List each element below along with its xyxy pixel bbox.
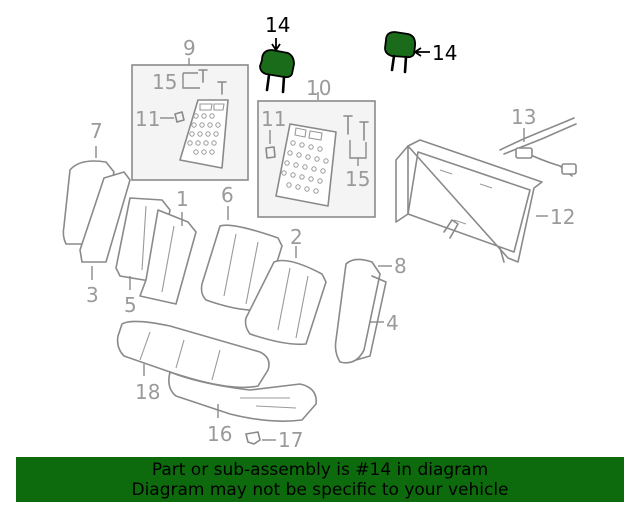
bolt-15-left-b bbox=[217, 81, 227, 95]
cushion-18-seams bbox=[139, 331, 221, 381]
seat-back-seams bbox=[141, 205, 175, 293]
frame-12-brackets bbox=[443, 219, 505, 263]
callout-3: 3 bbox=[86, 283, 99, 307]
cushion-18 bbox=[116, 320, 270, 389]
headrest-14-center-posts bbox=[265, 73, 286, 94]
banner-line-1: Part or sub-assembly is #14 in diagram bbox=[151, 460, 489, 480]
headrest-14-center-pad[interactable] bbox=[259, 49, 295, 79]
panel-11-left-slots bbox=[199, 103, 225, 111]
callout-18: 18 bbox=[135, 380, 160, 404]
seat-frame-12: 12 bbox=[395, 139, 575, 263]
callout-4: 4 bbox=[386, 311, 399, 335]
callout-16: 16 bbox=[207, 422, 232, 446]
clip-11-left bbox=[174, 111, 185, 123]
callout-8: 8 bbox=[394, 254, 407, 278]
callout-1: 1 bbox=[176, 187, 189, 211]
info-banner: Part or sub-assembly is #14 in diagram D… bbox=[16, 457, 624, 502]
clip-17-body bbox=[245, 431, 261, 445]
leader-15-center bbox=[349, 140, 367, 166]
bolt-15-center-a bbox=[343, 115, 353, 135]
seat-back-2-seams bbox=[277, 267, 309, 339]
wire-harness-13: 13 bbox=[499, 105, 577, 177]
callout-5: 5 bbox=[124, 293, 137, 317]
frame-12-side bbox=[395, 145, 409, 223]
inset-box-9: 9 15 11 bbox=[131, 36, 249, 181]
callout-12: 12 bbox=[550, 205, 575, 229]
leader-15-left bbox=[182, 72, 200, 89]
trim-4 bbox=[355, 275, 387, 361]
callout-11-left: 11 bbox=[135, 107, 160, 131]
headrest-14-center[interactable] bbox=[259, 49, 295, 94]
callout-15-left: 15 bbox=[152, 70, 177, 94]
leader-14-center bbox=[271, 38, 281, 52]
seat-back-left: 1 5 bbox=[115, 187, 197, 317]
callout-11-center: 11 bbox=[261, 107, 286, 131]
seat-cushion-18: 18 16 bbox=[116, 320, 317, 446]
banner-line-2: Diagram may not be specific to your vehi… bbox=[131, 480, 509, 500]
callout-2: 2 bbox=[290, 225, 303, 249]
cushion-frame-16 bbox=[168, 371, 317, 422]
headrest-14-right-pad[interactable] bbox=[384, 31, 417, 59]
frame-12-opening bbox=[407, 151, 531, 253]
callout-15-center: 15 bbox=[345, 167, 370, 191]
callout-9: 9 bbox=[183, 36, 196, 60]
seat-back-2 bbox=[244, 259, 327, 346]
side-trim-8: 8 4 bbox=[334, 254, 407, 364]
callout-6: 6 bbox=[221, 183, 234, 207]
callout-14-center: 14 bbox=[265, 13, 290, 37]
callout-14-right: 14 bbox=[432, 41, 457, 65]
harness-13-wire-a bbox=[499, 117, 575, 151]
trim-8 bbox=[334, 258, 381, 364]
callout-17: 17 bbox=[278, 428, 303, 452]
callout-7: 7 bbox=[90, 119, 103, 143]
panel-11-center-slots bbox=[294, 127, 323, 141]
callout-13: 13 bbox=[511, 105, 536, 129]
seat-back-6-seams bbox=[223, 233, 259, 305]
panel-11-center-holes bbox=[281, 140, 329, 194]
bolster-3 bbox=[79, 171, 131, 263]
headrest-14-right-posts bbox=[390, 54, 408, 74]
panel-11-left bbox=[179, 99, 229, 169]
side-bolster-7: 7 3 bbox=[62, 119, 131, 307]
bolt-15-left-a bbox=[198, 69, 208, 83]
panel-11-left-holes bbox=[187, 113, 221, 155]
cushion-frame-16-detail bbox=[240, 397, 297, 409]
frame-12-slots bbox=[439, 169, 493, 225]
leader-14-right bbox=[413, 47, 430, 57]
clip-11-center bbox=[265, 146, 276, 159]
harness-13-connector-b bbox=[561, 163, 577, 175]
inset-box-10: 10 11 15 bbox=[257, 76, 376, 218]
headrest-14-right[interactable] bbox=[384, 31, 417, 74]
harness-13-connector-a bbox=[515, 147, 533, 159]
seat-back-center: 6 2 bbox=[200, 183, 327, 346]
callout-10: 10 bbox=[306, 76, 331, 100]
clip-17: 17 bbox=[245, 428, 303, 452]
bolt-15-center-b bbox=[359, 121, 369, 141]
